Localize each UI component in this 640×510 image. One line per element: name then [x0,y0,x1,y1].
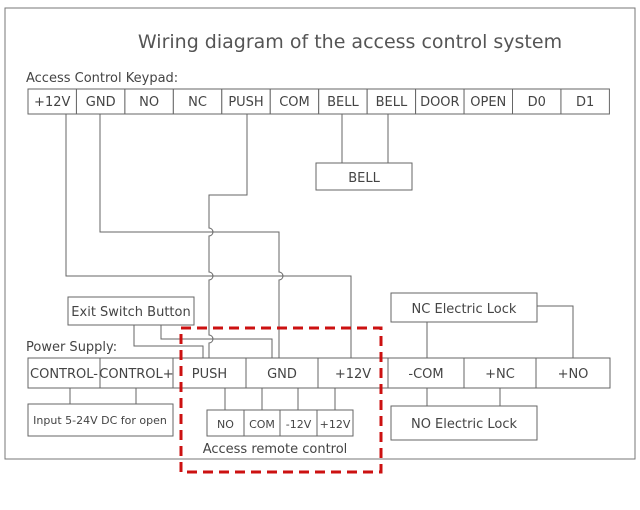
keypad-terminal [27,88,77,115]
remote-terminal-label: COM [249,418,275,431]
ps-terminal [27,357,101,389]
input-box [27,403,174,437]
bell-wires [341,114,389,163]
ps-terminal-label: CONTROL+ [99,367,173,382]
keypad-terminal-label: BELL [327,95,359,110]
bell-box [315,162,413,191]
bell-label: BELL [348,171,380,186]
no-lock-box [390,405,538,441]
keypad-terminal-strip: +12V GND NO NC PUSH COM BELL BELL DOOR OPEN D0 D1 [27,88,610,115]
wire-no-lock [426,388,501,406]
wire-input [69,388,137,404]
keypad-terminal [172,88,223,115]
diagram-title: Wiring diagram of the access control sys… [138,31,562,53]
wire-keypad-gnd [99,114,284,358]
ps-terminal [317,357,389,389]
keypad-label: Access Control Keypad: [26,71,178,86]
keypad-terminal [366,88,417,115]
keypad-terminal [269,88,320,115]
wire-nc-lock [426,305,574,358]
nc-lock-box [390,292,538,323]
no-lock-label: NO Electric Lock [411,417,518,432]
remote-terminal [279,409,318,437]
keypad-terminal-label: PUSH [228,95,263,110]
keypad-terminal [463,88,513,115]
keypad-terminal [221,88,271,115]
ps-terminal [387,357,465,389]
remote-terminal [316,409,354,437]
ps-terminal-label: +NC [485,367,515,382]
remote-highlight-box [179,326,383,474]
diagram-frame [4,7,636,460]
keypad-terminal-label: BELL [376,95,408,110]
ps-terminal-label: GND [267,367,297,382]
keypad-terminal [560,88,610,115]
keypad-terminal-label: GND [86,95,116,110]
ps-terminal-label: PUSH [192,367,227,382]
remote-terminal [206,409,245,437]
input-label: Input 5-24V DC for open [33,414,167,427]
keypad-terminal [75,88,126,115]
ps-terminal-label: +12V [335,367,371,382]
remote-label: Access remote control [203,442,348,457]
keypad-terminal-label: D0 [528,95,546,110]
remote-terminal-label: NO [217,418,234,431]
remote-terminal-label: -12V [286,418,312,431]
wire-remote [224,388,336,410]
power-supply-terminal-strip: CONTROL-CONTROL+ PUSH GND +12V -COM +NC +NO [27,357,611,389]
ps-terminal [245,357,319,389]
keypad-terminal-label: COM [279,95,310,110]
exit-switch-box [67,296,195,326]
keypad-terminal [415,88,465,115]
wire-keypad-12v [65,114,352,358]
ps-terminal-label: +NO [558,367,589,382]
keypad-terminal-label: DOOR [420,95,460,110]
nc-lock-label: NC Electric Lock [412,302,517,317]
wire-keypad-push [208,114,248,358]
keypad-terminal-label: +12V [34,95,70,110]
keypad-terminal-label: NO [139,95,159,110]
keypad-terminal [512,88,562,115]
exit-switch-label: Exit Switch Button [71,305,190,320]
keypad-terminal-label: D1 [576,95,594,110]
ps-terminal [172,357,247,389]
remote-terminal-strip: NO COM -12V +12V [206,409,354,437]
ps-terminal-label: CONTROL- [30,367,98,382]
keypad-terminal [318,88,368,115]
keypad-terminal-label: OPEN [470,95,506,110]
ps-terminal-label: -COM [408,367,443,382]
power-supply-label: Power Supply: [26,340,117,355]
remote-terminal-label: +12V [320,418,351,431]
keypad-terminal-label: NC [188,95,207,110]
wire-exit-switch [133,325,273,358]
